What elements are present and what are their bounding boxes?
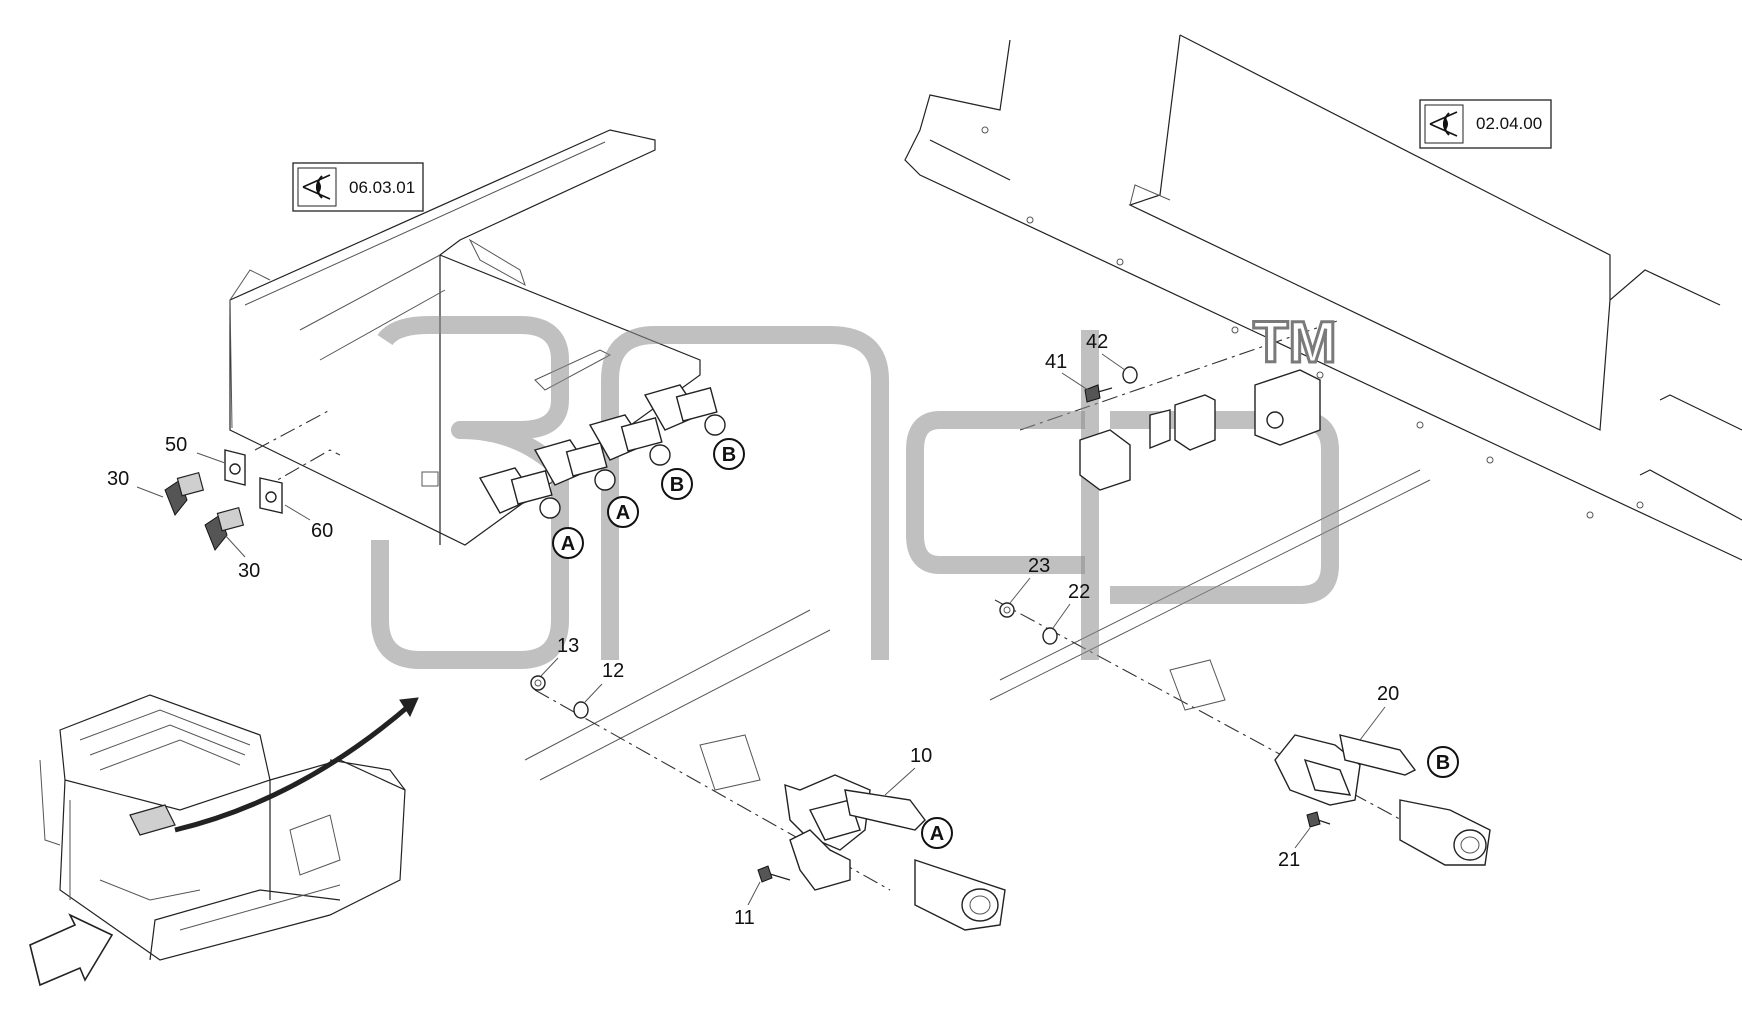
part-label-11: 11: [734, 907, 755, 929]
part-label-30: 30: [238, 560, 260, 582]
part-label-12: 12: [602, 660, 624, 682]
callout-a: A: [552, 527, 584, 559]
svg-text:A: A: [616, 502, 630, 524]
left-fasteners: [164, 449, 283, 551]
part-label-21: 21: [1278, 849, 1300, 871]
eye-view-icon: [302, 174, 331, 200]
part-label-42: 42: [1086, 331, 1108, 353]
guide-lines: [254, 319, 1421, 891]
callout-b: B: [661, 468, 693, 500]
callout-a: A: [921, 817, 953, 849]
part-label-20: 20: [1377, 683, 1399, 705]
ref-code: 06.03.01: [349, 178, 415, 197]
part-label-50: 50: [165, 434, 187, 456]
part-label-60: 60: [311, 520, 333, 542]
svg-text:A: A: [561, 533, 575, 555]
svg-text:B: B: [722, 444, 736, 466]
callout-letters: A A B B A B: [552, 438, 1459, 849]
svg-text:B: B: [670, 474, 684, 496]
switch-10-assembly: [757, 774, 1006, 931]
switch-20-assembly: [1274, 734, 1491, 866]
housing-switches: [478, 384, 726, 519]
console-housing: [229, 129, 701, 546]
part-label-23: 23: [1028, 555, 1050, 577]
washers-nuts: [530, 602, 1058, 719]
part-labels: 50 30 30 60 41 42 23 22 13 12 10 11 20 2…: [107, 331, 1399, 929]
part-label-10: 10: [910, 745, 932, 767]
callout-a: A: [607, 496, 639, 528]
svg-text:A: A: [930, 823, 944, 845]
part-label-41: 41: [1045, 351, 1067, 373]
part-label-22: 22: [1068, 581, 1090, 603]
part-label-30: 30: [107, 468, 129, 490]
svg-text:B: B: [1436, 752, 1450, 774]
part-label-13: 13: [557, 635, 579, 657]
frame-panel: [904, 34, 1742, 701]
machine-overview: [29, 694, 419, 987]
ref-box-02-04-00[interactable]: 02.04.00: [1419, 99, 1552, 149]
callout-b: B: [713, 438, 745, 470]
ref-code: 02.04.00: [1476, 114, 1542, 133]
ref-box-06-03-01[interactable]: 06.03.01: [292, 162, 424, 212]
relay-group: [1079, 366, 1321, 491]
watermark-trademark: TM: [1253, 310, 1337, 375]
eye-view-icon: [1429, 111, 1458, 137]
watermark-logo: TM: [371, 309, 1339, 669]
callout-b: B: [1427, 746, 1459, 778]
